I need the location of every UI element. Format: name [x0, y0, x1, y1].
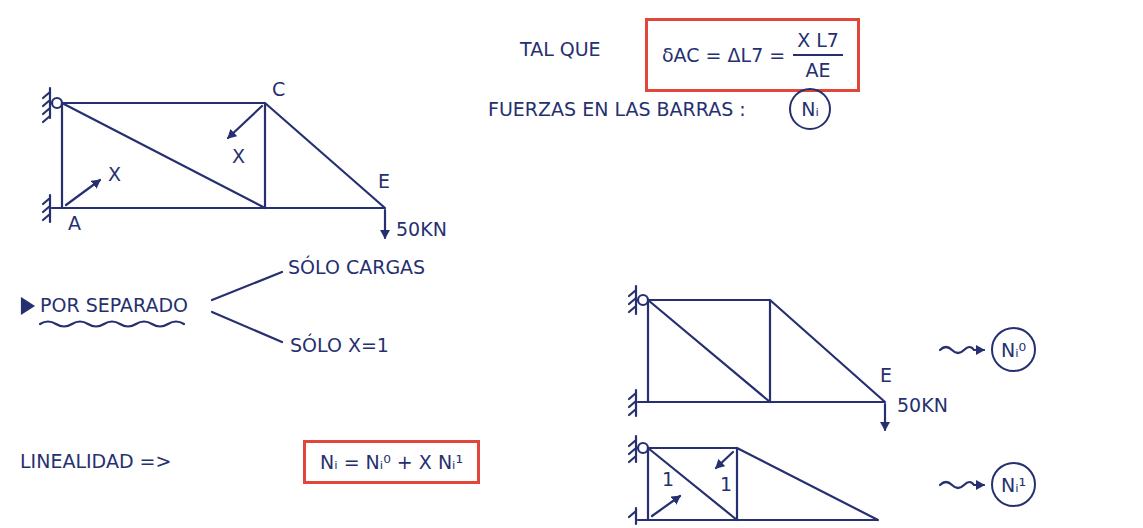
fraction: X L7AE — [793, 29, 843, 81]
circled-symbol: Nᵢ — [789, 88, 831, 130]
note-text: 50KN — [396, 218, 447, 240]
note-text: X — [108, 163, 121, 185]
formula-text: Nᵢ⁰ — [1001, 339, 1026, 361]
formula-text: δAC = ΔL7 = — [662, 44, 785, 66]
formula-text: Nᵢ¹ — [1001, 474, 1026, 496]
formula-text: AE — [802, 56, 835, 81]
note-text: LINEALIDAD => — [20, 450, 171, 472]
formula-text: Nᵢ = Nᵢ⁰ + X Nᵢ¹ — [320, 451, 463, 473]
note-text: FUERZAS EN LAS BARRAS : — [488, 98, 746, 120]
note-text: 1 — [662, 468, 674, 490]
note-text: SÓLO CARGAS — [288, 256, 425, 278]
circled-symbol: Nᵢ¹ — [991, 462, 1036, 507]
formula-text: Nᵢ — [801, 98, 819, 120]
circled-symbol: Nᵢ⁰ — [991, 327, 1036, 372]
note-text: 50KN — [897, 394, 948, 416]
formula-box: Nᵢ = Nᵢ⁰ + X Nᵢ¹ — [303, 440, 480, 484]
note-text: X — [232, 145, 245, 167]
note-text: POR SEPARADO — [40, 294, 188, 316]
formula-text: X L7 — [793, 29, 843, 56]
note-text: C — [272, 78, 285, 100]
note-text: TAL QUE — [520, 38, 601, 60]
note-text: A — [68, 212, 81, 234]
formula-box: δAC = ΔL7 = X L7AE — [645, 18, 860, 92]
note-text: E — [880, 364, 892, 386]
note-text: SÓLO X=1 — [290, 334, 389, 356]
note-text: 1 — [720, 473, 732, 495]
note-text: E — [378, 170, 390, 192]
